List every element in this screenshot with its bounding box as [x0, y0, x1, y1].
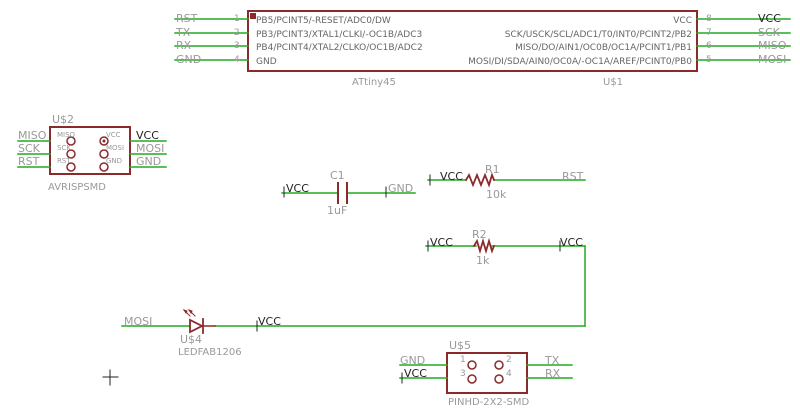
- r1-net-rst: RST: [562, 170, 584, 183]
- led-net-vcc: VCC: [258, 315, 281, 328]
- attiny-pin-num-1: 1: [234, 14, 240, 24]
- attiny-ref: U$1: [603, 77, 623, 88]
- header-u5[interactable]: [399, 352, 573, 394]
- isp-body: [49, 126, 131, 175]
- hdr-pin-2: 2: [506, 355, 512, 365]
- isp-net-rst: RST: [18, 155, 40, 168]
- isp-pin-sck: SCK: [57, 144, 71, 152]
- hdr-net-rx: RX: [545, 367, 561, 380]
- isp-pin-miso: MISO: [57, 131, 76, 139]
- c1-net-gnd: GND: [388, 182, 413, 195]
- isp-net-sck: SCK: [18, 142, 41, 155]
- r1-net-vcc: VCC: [440, 170, 463, 183]
- c1-net-vcc: VCC: [286, 182, 309, 195]
- attiny-pin-label-1: PB5/PCINT5/-RESET/ADC0/DW: [256, 16, 391, 26]
- attiny-pin-label-6: MISO/DO/AIN1/OC0B/OC1A/PCINT1/PB1: [515, 43, 692, 53]
- isp-net-vcc: VCC: [136, 129, 159, 142]
- net-mosi: MOSI: [758, 53, 786, 66]
- isp-net-gnd: GND: [136, 155, 161, 168]
- attiny-pin-num-6: 6: [706, 41, 712, 51]
- attiny45-part[interactable]: [174, 10, 791, 72]
- resistor-r1[interactable]: [427, 172, 586, 188]
- hdr-pin-3: 3: [460, 369, 466, 379]
- r2-net-vcc-left: VCC: [430, 236, 453, 249]
- led-net-mosi: MOSI: [124, 315, 152, 328]
- hdr-net-vcc: VCC: [404, 367, 427, 380]
- header-body: [446, 352, 528, 394]
- attiny-pin-num-3: 3: [234, 41, 240, 51]
- attiny-pin-label-8: VCC: [673, 16, 692, 26]
- isp-net-miso: MISO: [18, 129, 47, 142]
- attiny45-body: [247, 10, 698, 72]
- net-tx: TX: [175, 26, 191, 39]
- led-ref: U$4: [180, 333, 202, 346]
- attiny-pin-num-7: 7: [706, 28, 712, 38]
- net-gnd: GND: [176, 53, 201, 66]
- hdr-net-tx: TX: [544, 354, 560, 367]
- attiny-pin-num-2: 2: [234, 28, 240, 38]
- r2-ref: R2: [472, 228, 487, 241]
- attiny-pin-num-5: 5: [706, 55, 712, 65]
- isp-connector[interactable]: [17, 126, 167, 175]
- hdr-name: PINHD-2X2-SMD: [448, 397, 529, 408]
- attiny-pin-num-8: 8: [706, 14, 712, 24]
- net-rst: RST: [176, 12, 198, 25]
- r1-ref: R1: [485, 163, 500, 176]
- net-sck: SCK: [758, 26, 781, 39]
- r1-value: 10k: [486, 188, 507, 201]
- isp-ref: U$2: [52, 113, 74, 126]
- net-miso: MISO: [758, 39, 787, 52]
- net-rx: RX: [176, 39, 192, 52]
- attiny-name: ATtiny45: [352, 77, 396, 88]
- attiny-pin-label-3: PB4/PCINT4/XTAL2/CLKO/OC1B/ADC2: [256, 43, 423, 53]
- led-name: LEDFAB1206: [178, 347, 242, 358]
- hdr-pin-1: 1: [460, 355, 466, 365]
- attiny-pin-label-2: PB3/PCINT3/XTAL1/CLKI/-OC1B/ADC3: [256, 30, 422, 40]
- led-u4[interactable]: [121, 309, 258, 334]
- isp-net-mosi: MOSI: [136, 142, 164, 155]
- hdr-pin-4: 4: [506, 369, 512, 379]
- attiny-pin-label-4: GND: [256, 57, 277, 67]
- r2-net-vcc-right: VCC: [560, 236, 583, 249]
- attiny-pin-label-7: SCK/USCK/SCL/ADC1/T0/INT0/PCINT2/PB2: [505, 30, 692, 40]
- r2-value: 1k: [476, 254, 490, 267]
- attiny-pin-label-5: MOSI/DI/SDA/AIN0/OC0A/-OC1A/AREF/PCINT0/…: [468, 57, 692, 67]
- isp-name: AVRISPSMD: [48, 182, 106, 193]
- pin1-marker: [250, 13, 256, 19]
- hdr-net-gnd: GND: [400, 354, 425, 367]
- c1-value: 1uF: [327, 204, 347, 217]
- hdr-ref: U$5: [449, 339, 471, 352]
- capacitor-c1[interactable]: [281, 182, 416, 204]
- resistor-r2[interactable]: [214, 237, 586, 327]
- attiny-pin-num-4: 4: [234, 55, 240, 65]
- net-vcc: VCC: [758, 12, 781, 25]
- isp-pin-gnd: GND: [106, 157, 122, 165]
- isp-pin-mosi: MOSI: [106, 144, 124, 152]
- c1-ref: C1: [330, 169, 345, 182]
- origin-crosshair-icon: [102, 369, 119, 386]
- isp-pin-vcc: VCC: [106, 131, 121, 139]
- isp-pin-rst: RST: [57, 157, 71, 165]
